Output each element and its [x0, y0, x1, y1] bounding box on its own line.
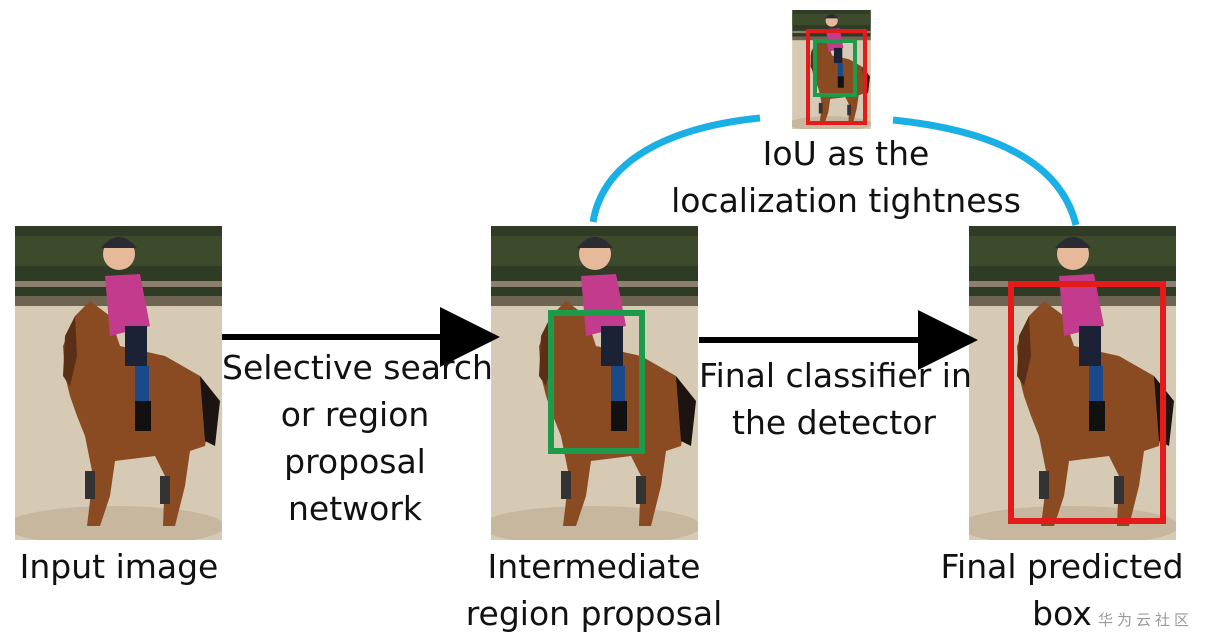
arrow1-text-line2: or region [280, 395, 430, 434]
iou-text-line2: localization tightness [671, 181, 1021, 220]
arrow2-text-line2: the detector [732, 403, 936, 442]
predicted-box [1008, 281, 1166, 524]
iou-thumbnail-red-box [806, 29, 867, 125]
region-proposal-box [548, 310, 645, 454]
iou-arc [589, 114, 761, 223]
arrow1-text-line3: proposal [284, 442, 426, 481]
iou-thumbnail-green-box [813, 39, 857, 97]
iou-arc-right [892, 116, 1080, 226]
final-label-line2: box [1032, 594, 1092, 633]
proposal-label-line2: region proposal [465, 594, 723, 633]
watermark: 华为云社区 [1097, 611, 1193, 629]
arrow1-text-line4: network [287, 489, 422, 528]
input-image-label: Input image [19, 547, 219, 586]
proposal-label-line1: Intermediate [487, 547, 701, 586]
arrow2-text-line1: Final classifier in [699, 356, 972, 395]
final-label-line1: Final predicted [940, 547, 1184, 586]
iou-text-line1: IoU as the [762, 134, 930, 173]
arrow1-text-line1: Selective search [222, 348, 493, 387]
